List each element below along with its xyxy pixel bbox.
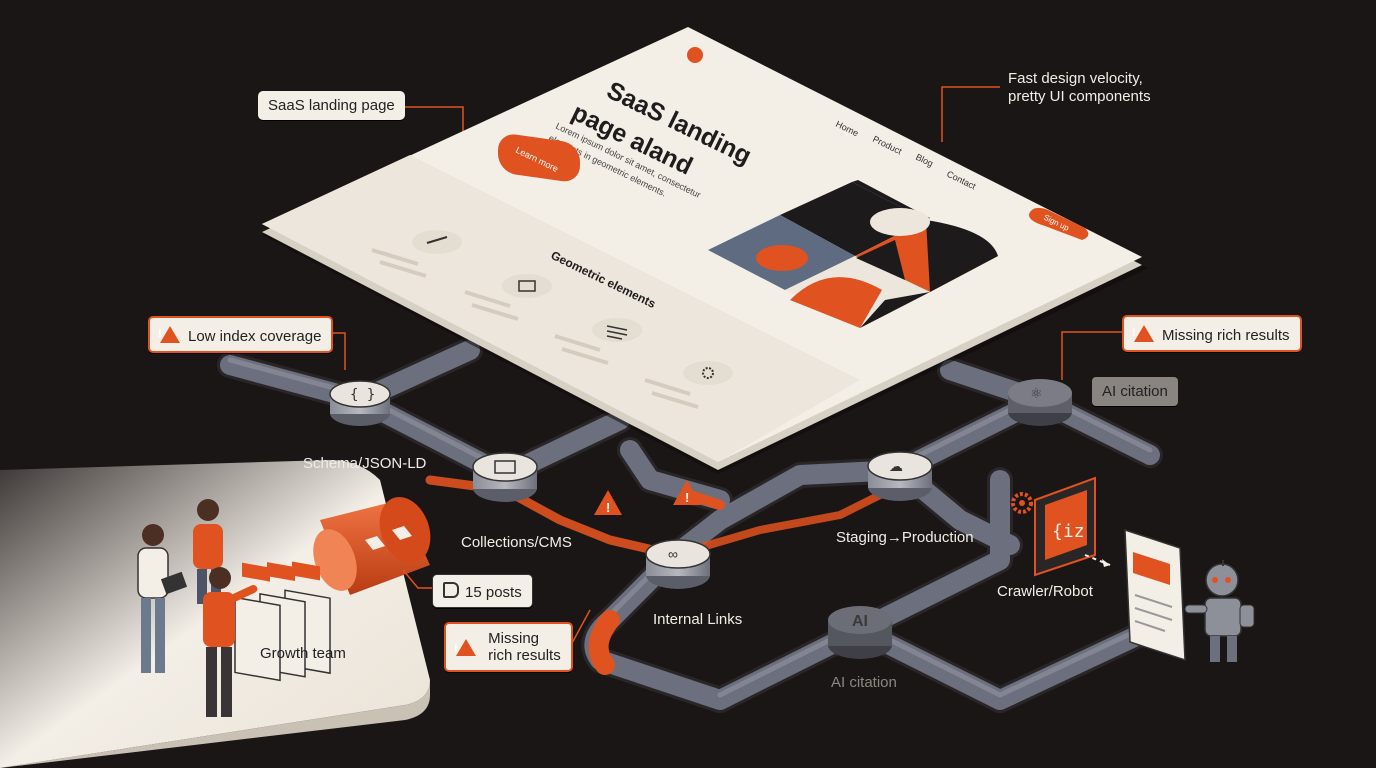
- internal-links-label: Internal Links: [653, 611, 743, 628]
- feature-item: [644, 361, 733, 409]
- design-velocity-note: Fast design velocity, pretty UI componen…: [1008, 70, 1151, 106]
- scanned-document: [1124, 528, 1186, 662]
- posts-label: 15 posts: [465, 584, 522, 601]
- gear-icon: [702, 367, 714, 379]
- alert-icon: !: [594, 490, 622, 515]
- low-index-label: Low index coverage: [188, 328, 322, 345]
- learn-more-button[interactable]: Learn more: [498, 132, 580, 184]
- posts-callout: 15 posts: [432, 574, 533, 608]
- ai-citation-callout: AI citation: [1092, 377, 1178, 406]
- missing-rich-results-callout: !Missing rich results: [1122, 315, 1302, 352]
- landing-page-mockup: SaaS landing page aland Lorem ipsum dolo…: [262, 27, 1148, 474]
- window-icon: [494, 460, 516, 474]
- ai-citation-label: AI citation: [1102, 383, 1168, 400]
- pencil-icon: [426, 236, 448, 244]
- feature-item: [464, 274, 552, 321]
- geometric-artwork: [708, 180, 998, 328]
- node-ai-top[interactable]: ⚛: [1008, 379, 1072, 426]
- missing-rich-left-line2: rich results: [488, 647, 561, 664]
- code-icon: {iz: [1052, 521, 1085, 542]
- node-staging[interactable]: ☁: [867, 451, 933, 501]
- ai-hub-label: AI: [852, 613, 868, 630]
- tag-icon: [443, 582, 459, 598]
- braces-icon: { }: [350, 387, 375, 403]
- tag-icon: [392, 526, 412, 540]
- logo-dot: [687, 47, 703, 63]
- cloud-icon: ☁: [889, 458, 903, 474]
- node-ai-bottom[interactable]: AI: [828, 606, 892, 659]
- schema-label: Schema/JSON-LD: [303, 455, 427, 472]
- node-schema[interactable]: { }: [329, 380, 391, 426]
- growth-team-label: Growth team: [260, 645, 346, 662]
- folder-icon: [518, 280, 536, 292]
- link-icon: ∞: [668, 546, 678, 562]
- robot: [1184, 560, 1255, 662]
- saas-landing-callout: SaaS landing page: [258, 91, 405, 120]
- low-index-callout: !Low index coverage: [148, 316, 334, 353]
- saas-landing-label: SaaS landing page: [268, 97, 395, 114]
- alert-icon: !: [673, 480, 701, 505]
- missing-rich-results-label: Missing rich results: [1162, 327, 1290, 344]
- feature-item: [554, 318, 642, 365]
- person: [137, 524, 188, 673]
- tag-icon: [365, 536, 385, 550]
- design-note-line2: pretty UI components: [1008, 88, 1151, 105]
- content-barrel: [313, 497, 431, 595]
- document-stack: [234, 561, 331, 682]
- alert-icon: !: [158, 324, 188, 345]
- list-icon: [606, 325, 628, 340]
- collections-label: Collections/CMS: [461, 534, 572, 551]
- svg-text:!: !: [606, 500, 610, 515]
- code-monitor: {iz: [1034, 476, 1096, 577]
- alert-icon: !: [1132, 323, 1162, 344]
- node-internal-links[interactable]: ∞: [645, 539, 711, 589]
- person: [203, 567, 258, 717]
- missing-rich-results-left-callout: ! Missing rich results: [444, 622, 573, 672]
- gear-icon: [1011, 492, 1033, 514]
- svg-text:!: !: [685, 490, 689, 505]
- design-note-line1: Fast design velocity,: [1008, 70, 1143, 87]
- node-collections[interactable]: [472, 452, 538, 502]
- atom-icon: ⚛: [1030, 385, 1043, 401]
- crawler-label: Crawler/Robot: [997, 583, 1093, 600]
- staging-label: Staging→Production: [836, 529, 974, 546]
- alert-icon: !: [454, 637, 484, 658]
- feature-item: [371, 230, 462, 278]
- missing-rich-left-line1: Missing: [488, 630, 540, 647]
- ai-citation-bottom-label: AI citation: [831, 674, 897, 691]
